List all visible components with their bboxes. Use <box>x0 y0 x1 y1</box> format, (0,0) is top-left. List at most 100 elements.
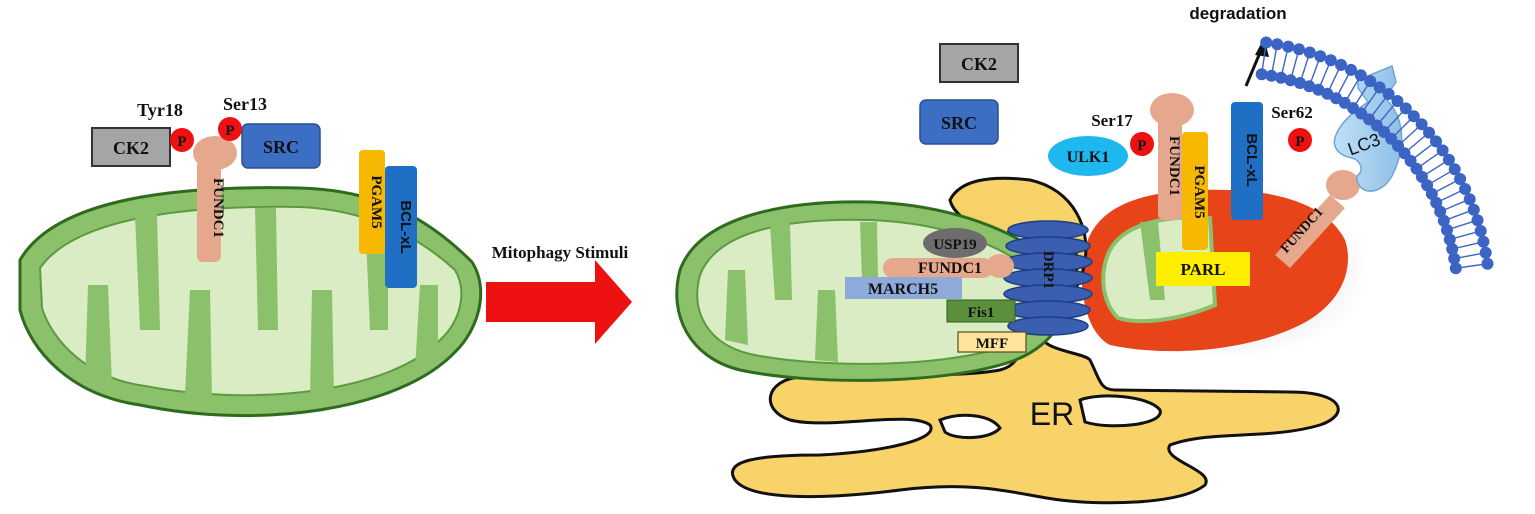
march5-label: MARCH5 <box>868 281 938 298</box>
lipid-tail <box>1454 198 1470 207</box>
mff: MFF <box>957 331 1027 353</box>
degradation-label: degradation <box>1189 4 1286 23</box>
phospho-label: P <box>177 134 186 150</box>
lipid-tail <box>1378 93 1390 108</box>
left-src-box: SRC <box>241 123 321 169</box>
lipid-tail <box>1440 168 1456 178</box>
lipid-tail <box>1333 64 1342 80</box>
lipid-tail <box>1467 241 1484 247</box>
lipid-tail <box>1435 195 1451 204</box>
lipid-tail <box>1280 62 1286 78</box>
lipid-tail <box>1304 52 1311 69</box>
lipid-tail <box>1410 150 1424 162</box>
usp19: USP19 <box>923 228 987 258</box>
lipid-tail <box>1317 74 1326 91</box>
phospho-ser62: P <box>1288 128 1312 152</box>
tyr18-label: Tyr18 <box>137 100 183 120</box>
left-mitochondrion <box>18 186 490 418</box>
lipid-tail <box>1263 42 1267 59</box>
lipid-tail <box>1294 49 1300 65</box>
lipid-tail <box>1368 106 1380 120</box>
lipid-tail <box>1450 188 1466 197</box>
lipid-tail <box>1369 86 1381 101</box>
lipid-tail <box>1446 224 1463 231</box>
pgam5-red: PGAM5 <box>1182 132 1208 250</box>
lipid-tail <box>1344 88 1354 104</box>
lipid-tail <box>1402 115 1415 128</box>
lipid-tail <box>1409 123 1423 136</box>
mff-label: MFF <box>976 336 1008 352</box>
bclxl-red-label: BCL-xL <box>1243 133 1260 186</box>
drp1-ring: DRP1 <box>1003 220 1093 336</box>
lipid-tail <box>1458 209 1475 216</box>
lipid-tail <box>1397 134 1411 147</box>
lipid-tail <box>1386 100 1398 114</box>
lipid-tail <box>1376 112 1388 126</box>
lipid-tail <box>1299 67 1306 84</box>
lipid-tail <box>1465 230 1481 236</box>
fis1-label: Fis1 <box>968 305 995 321</box>
lipid-tail <box>1416 132 1430 144</box>
lipid-tail <box>1431 185 1447 195</box>
drp1-label: DRP1 <box>1040 251 1056 289</box>
right-src-label: SRC <box>941 113 977 133</box>
left-fundc1-label: FUNDC1 <box>210 178 226 238</box>
left-pgam5: PGAM5 <box>359 150 385 254</box>
phospho-label: P <box>225 123 234 139</box>
lipid-tail <box>1452 244 1468 250</box>
lipid-tail <box>1455 265 1472 269</box>
phospho-label: P <box>1295 134 1304 150</box>
left-fundc1: FUNDC1 <box>193 136 237 262</box>
phospho-ser17: P <box>1130 132 1154 156</box>
ser13-label: Ser13 <box>223 94 267 114</box>
bclxl-red: BCL-xL <box>1231 102 1263 220</box>
lipid-tail <box>1429 149 1444 161</box>
parl: PARL <box>1156 252 1250 286</box>
lipid-tail <box>1352 74 1362 90</box>
lipid-tail <box>1289 64 1296 81</box>
lipid-tail <box>1443 214 1460 222</box>
phagophore-membrane <box>1255 36 1494 275</box>
mitophagy-arrow <box>486 260 632 344</box>
usp19-label: USP19 <box>933 237 976 253</box>
left-src-label: SRC <box>263 137 299 157</box>
lipid-tail <box>1394 107 1407 121</box>
arrow-label: Mitophagy Stimuli <box>492 243 629 262</box>
parl-label: PARL <box>1180 260 1225 279</box>
lipid-tail <box>1323 60 1332 76</box>
left-bclxl: BCL-xL <box>385 166 417 288</box>
lipid-tail <box>1270 59 1275 76</box>
lipid-tail <box>1335 83 1345 99</box>
lipid-head <box>1479 246 1492 259</box>
ulk1: ULK1 <box>1048 136 1128 176</box>
lipid-tail <box>1283 46 1289 63</box>
march5: MARCH5 <box>845 277 962 299</box>
lipid-tail <box>1326 79 1335 95</box>
lipid-tail <box>1383 119 1396 133</box>
lipid-tail <box>1439 204 1456 213</box>
lipid-tail <box>1261 58 1265 75</box>
left-bclxl-label: BCL-xL <box>397 200 414 253</box>
fundc1-mid-label: FUNDC1 <box>918 260 982 277</box>
lipid-tail <box>1421 167 1436 178</box>
lipid-tail <box>1308 70 1316 87</box>
fundc1-red-label: FUNDC1 <box>1166 136 1182 196</box>
ser62-label: Ser62 <box>1271 103 1313 122</box>
fis1: Fis1 <box>946 299 1016 323</box>
lipid-tail <box>1449 234 1466 241</box>
lipid-tail <box>1404 142 1418 154</box>
lipid-tail <box>1435 159 1450 169</box>
lipid-tail <box>1342 69 1352 85</box>
er-label: ER <box>1030 396 1074 432</box>
fundc1-mid: FUNDC1 <box>883 254 1014 278</box>
left-phospho-tyr18: P <box>170 128 194 152</box>
fundc1-red: FUNDC1 <box>1150 93 1194 220</box>
lipid-tail <box>1361 80 1371 95</box>
lipid-tail <box>1461 219 1478 226</box>
lipid-tail <box>1352 94 1363 109</box>
lipid-tail <box>1422 140 1437 152</box>
lipid-tail <box>1273 44 1278 61</box>
right-ck2-box: CK2 <box>939 43 1019 83</box>
ulk1-label: ULK1 <box>1067 149 1110 166</box>
